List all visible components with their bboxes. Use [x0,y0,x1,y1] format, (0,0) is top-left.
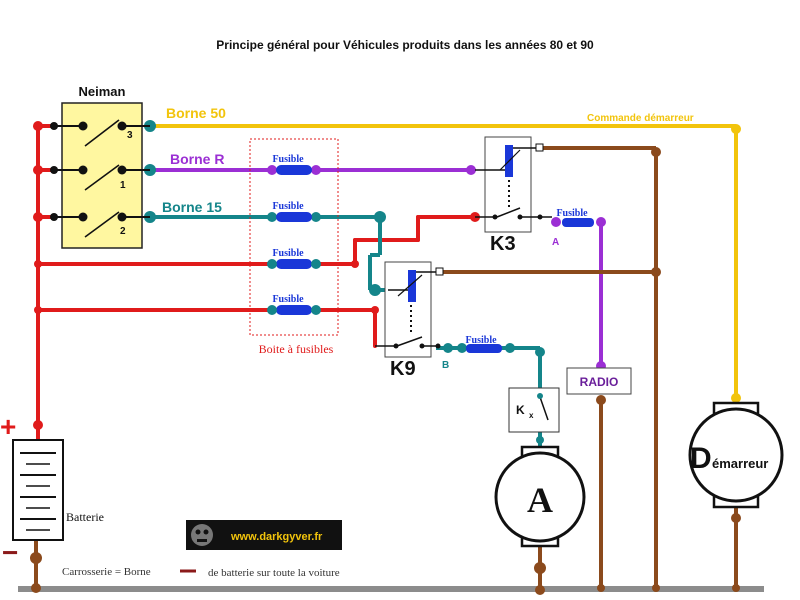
ground-note-part2: de batterie sur toute la voiture [208,567,340,579]
yellow-dot [731,124,741,134]
battery-plus: + [0,411,16,442]
fuse-3: Fusible [272,248,312,269]
switch-kx-label: K [516,403,525,417]
battery [12,439,64,541]
fuse-label: Fusible [556,208,588,219]
darkgyver-logo [186,520,342,550]
point-a-label: A [552,237,559,248]
ground-bar [18,586,764,592]
fuse-label: Fusible [272,201,304,212]
radio-box [566,367,632,395]
label-borne-50: Borne 50 [166,105,226,121]
purple-dot [311,165,321,175]
neiman-box [61,102,143,249]
label-borne-r: Borne R [170,151,224,167]
neiman-pos-2: 2 [120,226,126,237]
relay-k3-label: K3 [490,233,516,255]
neiman-pos-1: 1 [120,180,126,191]
fuse-k3-out: Fusible [551,208,606,227]
purple-wire [150,168,603,368]
teal-wire [150,215,542,447]
fuse-label: Fusible [272,294,304,305]
label-borne-15: Borne 15 [162,199,222,215]
yellow-dot [731,393,741,403]
motor-a [494,445,586,548]
neiman-pos-3: 3 [127,130,133,141]
motor-a-label: A [527,480,553,520]
label-commande-demarreur: Commande démarreur [587,113,694,124]
yellow-wire [150,124,738,403]
battery-minus: − [2,537,18,568]
brown-dots [30,147,741,595]
switch-kx-sub: x [529,411,534,420]
switch-kx [508,387,560,433]
relay-k3 [475,136,552,233]
fuse-terminals [267,259,321,315]
neiman-label: Neiman [79,84,126,99]
red-wires [36,124,477,442]
radio-label: RADIO [580,375,619,389]
fuse-label: Fusible [465,335,497,346]
starter-motor [688,401,784,509]
fuse-1: Fusible [272,154,312,175]
battery-label: Batterie [66,510,104,524]
relay-k9-label: K9 [390,358,416,380]
brown-wires [34,146,738,588]
fuse-2: Fusible [272,201,312,222]
fuse-box-outline [249,138,339,336]
red-dots [33,121,480,430]
purple-dot [466,165,476,175]
purple-dot [267,165,277,175]
starter-label-initial: D [690,442,712,475]
diagram-title: Principe général pour Véhicules produits… [216,38,594,52]
starter-label-rest: émarreur [712,456,768,471]
relay-k9 [375,261,444,358]
fuse-k9-out: Fusible [465,335,502,353]
watermark-text: www.darkgyver.fr [230,531,323,543]
fuse-label: Fusible [272,248,304,259]
ground-note-part1: Carrosserie = Borne [62,566,151,578]
fuse-4: Fusible [272,294,312,315]
point-b-label: B [442,360,449,371]
fuse-box-label: Boite à fusibles [259,342,334,356]
fuse-label: Fusible [272,154,304,165]
neiman-contacts [50,119,150,238]
